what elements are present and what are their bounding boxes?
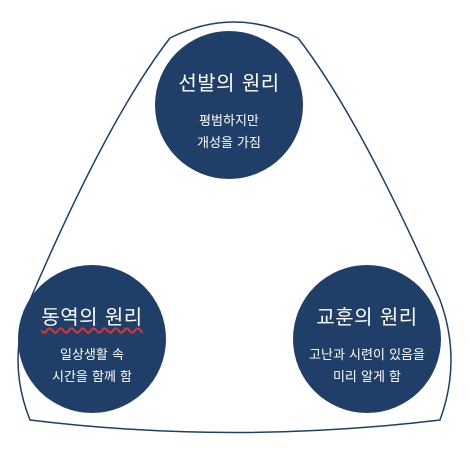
- node-description-line: 평범하지만: [199, 114, 259, 129]
- node-description-line: 개성을 가짐: [197, 136, 261, 151]
- node-description-line: 일상생활 속: [60, 348, 124, 363]
- principle-node-left: 동역의 원리 일상생활 속 시간을 함께 함: [18, 265, 166, 413]
- triangle-outline: [17, 21, 452, 434]
- node-description-line: 고난과 시련이 있음을: [309, 348, 425, 363]
- node-description-line: 미리 알게 함: [332, 370, 402, 385]
- node-description: 고난과 시련이 있음을 미리 알게 함: [293, 345, 441, 389]
- principle-node-top: 선발의 원리 평범하지만 개성을 가짐: [155, 31, 303, 179]
- node-description-line: 시간을 함께 함: [51, 370, 133, 385]
- node-title: 교훈의 원리: [316, 305, 418, 329]
- node-title: 선발의 원리: [178, 71, 280, 95]
- node-description: 평범하지만 개성을 가짐: [155, 111, 303, 155]
- principle-node-right: 교훈의 원리 고난과 시련이 있음을 미리 알게 함: [293, 265, 441, 413]
- node-title-text: 동역의 원리: [41, 305, 143, 329]
- node-title: 동역의 원리: [18, 307, 166, 327]
- node-description: 일상생활 속 시간을 함께 함: [18, 345, 166, 389]
